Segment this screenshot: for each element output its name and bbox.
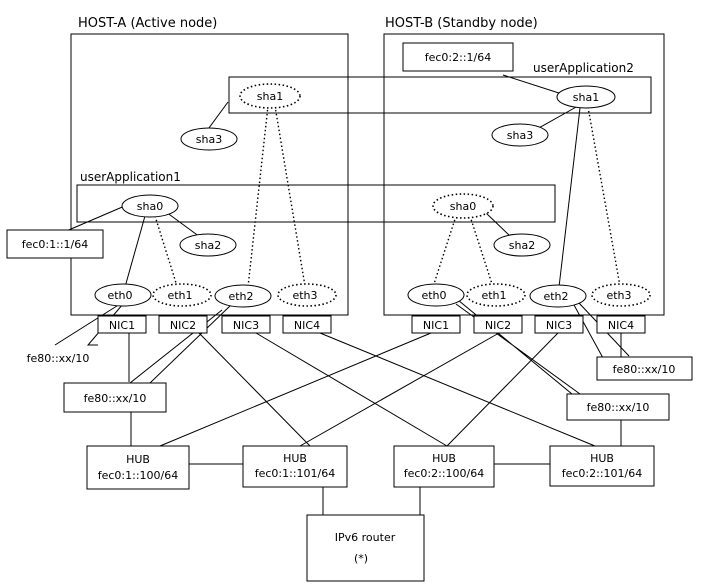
host-b-eth3-node [591, 283, 651, 307]
host-a-eth0-address: fe80::xx/10 [27, 352, 90, 365]
host-a-nic1: NIC1 [109, 319, 135, 332]
host-b-title: HOST-B (Standby node) [385, 16, 538, 31]
user-application1-label: userApplication1 [80, 170, 181, 184]
host-a-sha0-address-box [6, 229, 104, 259]
hub-2-label: HUB [283, 452, 307, 465]
ipv6-router-label: IPv6 router [335, 531, 396, 544]
host-a-nic2: NIC2 [170, 319, 196, 332]
hub-2-address: fec0:1::101/64 [255, 467, 336, 480]
host-a-sha0-label: sha0 [137, 200, 163, 213]
host-b-sha1-address: fec0:2::1/64 [425, 51, 492, 64]
host-a-nic4: NIC4 [294, 319, 320, 332]
host-b-eth3-label: eth3 [606, 289, 631, 302]
host-a-sha3-node [180, 127, 238, 151]
host-b-sha0-node [432, 193, 494, 219]
host-a-sha0-node [121, 194, 179, 218]
host-a-nics [97, 315, 332, 334]
host-b-eth0-label: eth0 [421, 289, 446, 302]
host-b-box [383, 33, 665, 316]
hub-3-label: HUB [432, 452, 456, 465]
ipv6-router-box [306, 514, 425, 582]
host-a-eth1-node [152, 283, 212, 307]
user-application1-box [76, 184, 556, 223]
hub-2-box [242, 445, 348, 488]
host-a-eth0-label: eth0 [107, 289, 132, 302]
host-b-eth2-address-box [596, 356, 693, 381]
hub-1-address: fec0:1::100/64 [98, 469, 179, 482]
user-application2-label: userApplication2 [533, 61, 634, 75]
host-a-eth0-node [94, 283, 152, 307]
host-b-nic3: NIC3 [546, 319, 572, 332]
host-b-nic4: NIC4 [608, 319, 634, 332]
user-application2-box [228, 76, 652, 114]
host-a-eth2-label: eth2 [228, 290, 253, 303]
host-b-sha3-label: sha3 [507, 129, 533, 142]
host-a-sha1-label: sha1 [257, 90, 283, 103]
host-b-links [432, 74, 630, 395]
host-b-sha1-address-box [402, 42, 514, 72]
host-a-eth2-address: fe80::xx/10 [84, 392, 147, 405]
host-a-eth1-label: eth1 [167, 289, 192, 302]
host-b-eth0-node [407, 283, 465, 307]
host-a-eth2-address-box [63, 382, 167, 413]
host-b-sha3-node [491, 123, 549, 147]
host-b-eth0-address: fe80::xx/10 [587, 401, 650, 414]
hub-4-address: fec0:2::101/64 [562, 467, 643, 480]
host-a-nic3: NIC3 [233, 319, 259, 332]
host-b-sha2-label: sha2 [509, 239, 535, 252]
host-b-eth1-node [466, 283, 526, 307]
host-b-sha1-node [556, 85, 616, 109]
host-b-nic1: NIC1 [423, 319, 449, 332]
host-b-nics [411, 315, 646, 334]
host-a-sha3-label: sha3 [196, 133, 222, 146]
host-a-sha0-address: fec0:1::1/64 [22, 238, 89, 251]
host-b-eth2-address: fe80::xx/10 [613, 363, 676, 376]
hub-1-box [86, 445, 190, 490]
host-a-sha2-label: sha2 [195, 239, 221, 252]
host-a-box [70, 33, 349, 316]
host-b-eth2-label: eth2 [543, 290, 568, 303]
host-a-title: HOST-A (Active node) [78, 16, 217, 31]
host-b-sha0-label: sha0 [450, 200, 476, 213]
host-b-eth0-address-box [566, 393, 670, 421]
hub-3-address: fec0:2::100/64 [404, 467, 485, 480]
hub-1-label: HUB [126, 453, 150, 466]
host-b-sha2-node [493, 233, 551, 257]
host-a-eth3-label: eth3 [292, 289, 317, 302]
host-a-sha2-node [179, 233, 237, 257]
network-links [128, 332, 622, 515]
ipv6-router-note: (*) [354, 552, 368, 565]
host-b-eth1-label: eth1 [481, 289, 506, 302]
hub-4-box [549, 445, 655, 487]
host-a-eth3-node [277, 283, 337, 307]
host-a-sha1-node [239, 83, 301, 109]
host-a-eth2-node [214, 284, 272, 308]
hub-3-box [393, 445, 495, 488]
host-b-eth2-node [529, 284, 587, 308]
host-b-nic2: NIC2 [485, 319, 511, 332]
host-b-sha1-label: sha1 [573, 91, 599, 104]
hub-4-label: HUB [590, 452, 614, 465]
